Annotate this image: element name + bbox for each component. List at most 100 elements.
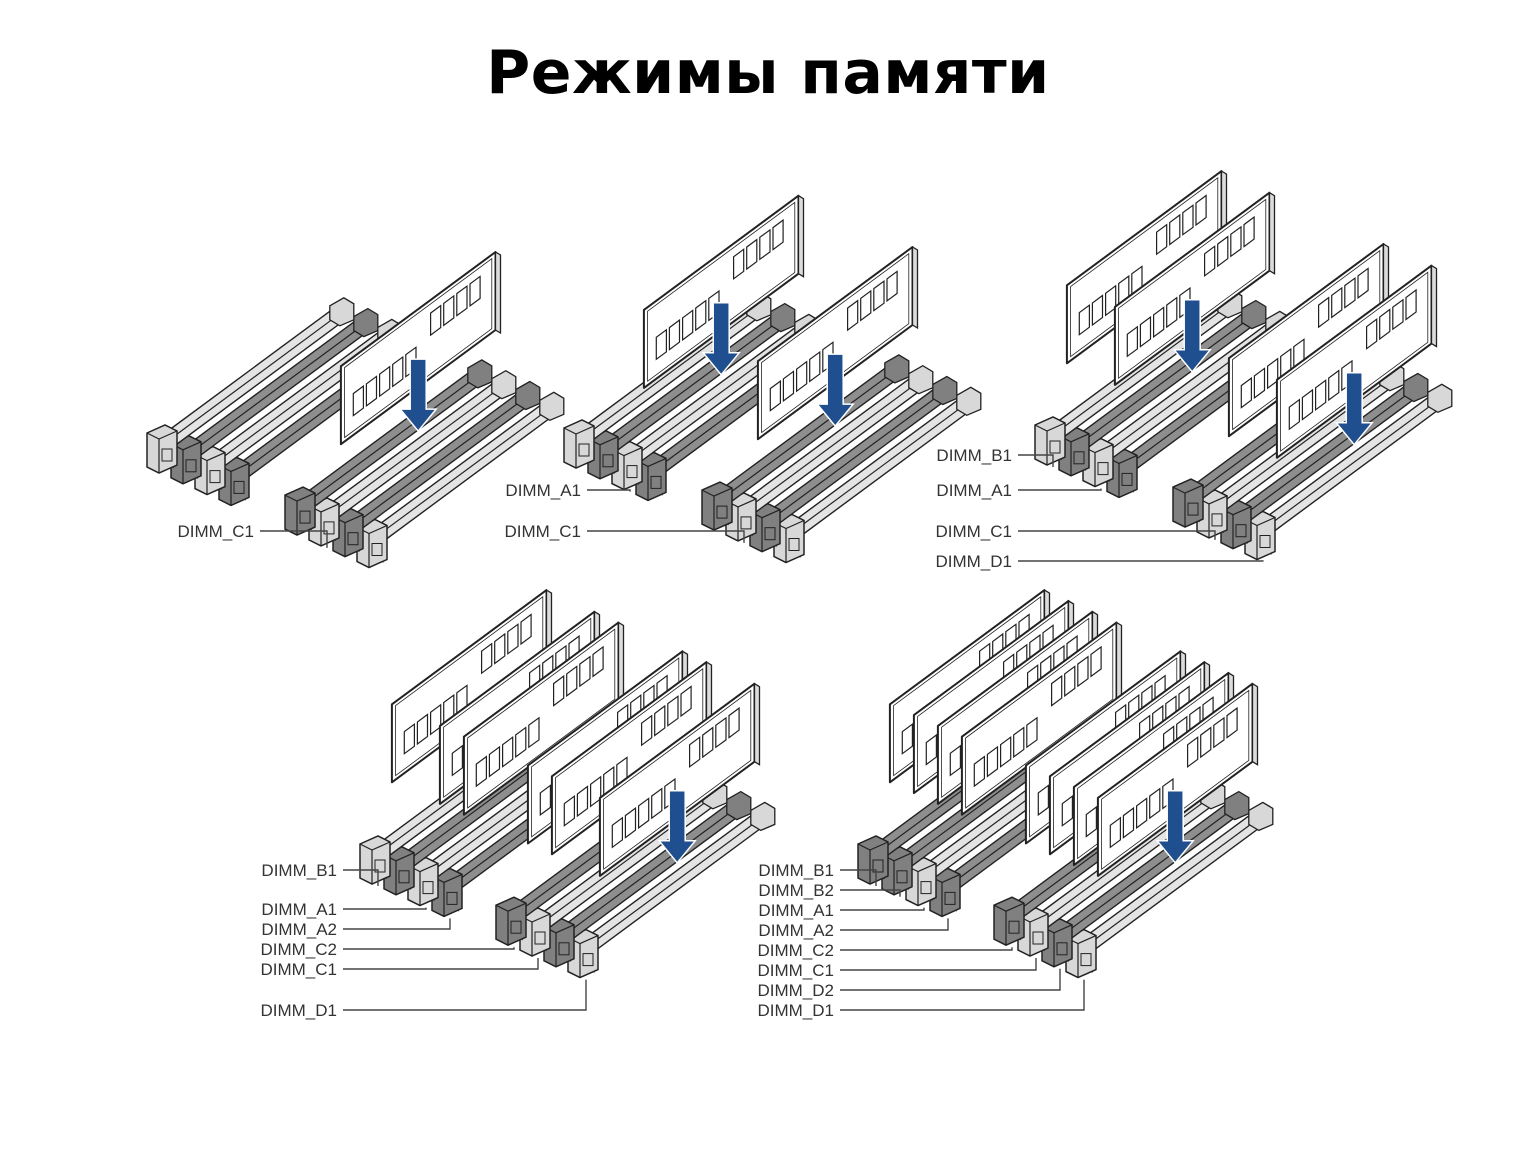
dimm-slot-back-latch — [770, 302, 796, 333]
insert-arrow-icon — [657, 790, 697, 864]
memory-chip — [416, 713, 429, 746]
memory-module-frame — [761, 252, 910, 434]
memory-chip — [925, 733, 938, 766]
dimm-slot-latch-notch — [764, 527, 776, 541]
memory-chip — [443, 294, 455, 327]
dimm-slot-groove — [1238, 389, 1415, 520]
leader-line — [260, 530, 328, 548]
memory-chip — [1266, 357, 1279, 390]
memory-chip — [1085, 805, 1098, 838]
dimm-label: DIMM_C2 — [757, 941, 834, 960]
dimm-slot-latch-notch — [944, 891, 956, 905]
memory-chip — [1365, 318, 1378, 350]
memory-chip — [637, 797, 650, 830]
memory-chip — [1152, 306, 1165, 339]
dimm-slot-groove — [585, 817, 762, 949]
memory-module-frame — [965, 628, 1114, 809]
dimm-slot-groove — [719, 370, 896, 501]
dimm-label: DIMM_A1 — [505, 481, 581, 500]
dimm-slot-groove — [791, 402, 968, 533]
leader-line — [343, 979, 587, 1011]
dimm-slot-latch-notch — [1049, 440, 1061, 454]
dimm-slot-latch-notch — [347, 532, 359, 546]
memory-chip — [949, 744, 962, 777]
memory-chip — [1135, 797, 1148, 830]
leader-line — [840, 979, 1085, 1011]
memory-chip — [702, 726, 714, 759]
memory-chip — [403, 723, 415, 755]
memory-chip — [1026, 716, 1038, 749]
dimm-label: DIMM_D1 — [260, 1001, 337, 1020]
memory-chip — [1091, 294, 1104, 327]
leader-line — [840, 968, 1061, 991]
leader-line — [840, 958, 1037, 971]
memory-chip — [1061, 795, 1074, 827]
memory-module-frame — [603, 689, 752, 870]
insert-arrow-icon — [815, 353, 855, 428]
dimm-label: DIMM_C1 — [757, 961, 834, 980]
leader-line — [1018, 530, 1216, 540]
dimm-slot-back-latch — [884, 354, 910, 384]
memory-chip — [430, 703, 442, 736]
memory-chip — [1344, 277, 1356, 309]
dimm-slot-back-latch — [1427, 383, 1453, 414]
memory-chip — [1240, 376, 1253, 409]
memory-module-edge — [753, 682, 761, 766]
dimm-label: DIMM_B1 — [758, 861, 834, 880]
leader-line — [587, 530, 745, 543]
memory-chip — [1317, 296, 1330, 329]
dimm-slot-back-latch — [1248, 801, 1274, 832]
memory-chip — [502, 736, 514, 768]
dimm-label: DIMM_A1 — [261, 900, 337, 919]
dimm-label: DIMM_B1 — [261, 861, 337, 880]
memory-chip — [481, 642, 493, 675]
memory-chip — [1050, 674, 1063, 707]
memory-chip — [507, 623, 519, 655]
dimm-slot-back-latch — [515, 380, 541, 411]
memory-chip — [515, 726, 527, 759]
memory-chip — [1182, 204, 1194, 236]
dimm-label: DIMM_A1 — [936, 481, 1012, 500]
dimm-slot-back-latch — [467, 359, 493, 389]
memory-chip — [688, 736, 701, 768]
dimm-slot-groove — [350, 397, 527, 528]
insert-arrow-icon — [1172, 299, 1212, 373]
memory-chip — [1169, 213, 1181, 246]
memory-chip — [1155, 223, 1168, 256]
dimm-label: DIMM_C1 — [177, 522, 254, 541]
memory-chip — [651, 787, 663, 820]
dimm-slot-latch-notch — [1121, 472, 1133, 486]
dimm-slot-latch-notch — [1032, 931, 1044, 945]
memory-chip — [624, 806, 637, 839]
memory-chip — [1331, 286, 1343, 319]
memory-chip — [365, 375, 378, 408]
memory-chip — [667, 695, 679, 727]
memory-chip — [469, 275, 481, 308]
memory-chip — [528, 716, 540, 749]
dimm-label: DIMM_C1 — [504, 522, 581, 541]
memory-module-edge — [1430, 264, 1438, 348]
memory-chip — [456, 285, 468, 317]
memory-module-frame — [647, 201, 796, 382]
leader-line — [343, 918, 451, 930]
page-title: Режимы памяти — [486, 38, 1050, 108]
memory-chip — [430, 304, 442, 337]
leader-line — [587, 489, 631, 492]
memory-chip — [715, 716, 727, 749]
dimm-slot-latch-notch — [602, 454, 614, 468]
insert-arrow-icon — [1334, 371, 1374, 446]
dimm-slot-latch-notch — [161, 448, 173, 462]
memory-chip — [640, 714, 653, 747]
memory-chip — [668, 318, 681, 351]
leader-line — [840, 918, 949, 931]
dimm-label: DIMM_C2 — [260, 940, 337, 959]
memory-chip — [392, 355, 404, 388]
memory-module-edge — [494, 250, 502, 335]
dimm-slot-groove — [164, 313, 341, 444]
dimm-slot-groove — [302, 375, 479, 506]
memory-chip — [566, 665, 578, 698]
dimm-slot-latch-notch — [716, 505, 728, 519]
memory-module-frame — [1280, 271, 1429, 452]
memory-chip — [680, 685, 692, 718]
dimm-slot-latch-notch — [1187, 502, 1199, 516]
